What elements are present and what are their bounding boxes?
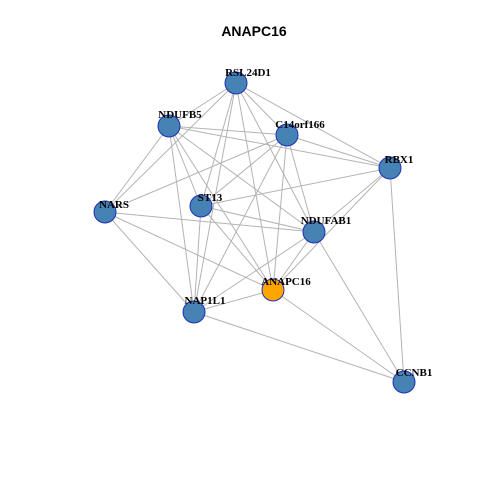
edge-rbx1-st13	[200, 167, 391, 207]
edge-ndufab1-anapc16	[272, 231, 315, 291]
edge-rbx1-ndufab1	[313, 167, 391, 233]
edge-c14orf166-ndufab1	[286, 134, 315, 233]
edge-st13-nap1l1	[193, 205, 202, 313]
focus-node-circle	[261, 278, 285, 302]
edge-rsl24d1-nap1l1	[193, 82, 237, 313]
node-circle	[157, 114, 181, 138]
edge-st13-anapc16	[200, 205, 274, 291]
node-label: RBX1	[385, 154, 414, 166]
edge-nars-ndufab1	[104, 211, 315, 233]
node-ndufb5: NDUFB5	[157, 109, 202, 138]
node-rbx1: RBX1	[378, 154, 414, 180]
edge-st13-ndufab1	[200, 205, 315, 233]
node-nap1l1: NAP1L1	[182, 295, 226, 324]
graph-title: ANAPC16	[221, 23, 287, 39]
edge-c14orf166-st13	[200, 134, 288, 207]
edge-anapc16-ccnb1	[272, 289, 405, 383]
edge-c14orf166-rbx1	[286, 134, 391, 169]
node-label: C14orf166	[275, 119, 325, 131]
edge-rbx1-anapc16	[272, 167, 391, 291]
edge-layer	[104, 82, 405, 383]
node-label: NARS	[99, 199, 129, 211]
node-circle	[392, 370, 416, 394]
edge-rsl24d1-nars	[104, 82, 237, 213]
node-nars: NARS	[93, 199, 129, 224]
edge-rsl24d1-st13	[200, 82, 237, 207]
edge-nars-nap1l1	[104, 211, 195, 313]
node-label: NAP1L1	[185, 295, 226, 307]
node-label: ANAPC16	[261, 276, 311, 288]
edge-rsl24d1-c14orf166	[235, 82, 288, 136]
node-label: NDUFB5	[158, 109, 202, 121]
edge-rbx1-ccnb1	[389, 167, 405, 383]
edge-nap1l1-ccnb1	[193, 311, 405, 383]
edge-ndufab1-ccnb1	[313, 231, 405, 383]
edge-ndufb5-anapc16	[168, 125, 274, 291]
node-label: NDUFAB1	[301, 215, 352, 227]
node-rsl24d1: RSL24D1	[224, 67, 271, 95]
edge-rsl24d1-anapc16	[235, 82, 274, 291]
node-label: RSL24D1	[225, 67, 271, 79]
node-anapc16: ANAPC16	[261, 276, 311, 302]
edge-ndufb5-c14orf166	[168, 125, 288, 136]
node-circle	[302, 220, 326, 244]
node-circle	[275, 123, 299, 147]
node-st13: ST13	[189, 192, 223, 218]
edge-c14orf166-nars	[104, 134, 288, 213]
edge-ndufb5-nars	[104, 125, 170, 213]
edge-ndufb5-rbx1	[168, 125, 391, 169]
node-circle	[224, 71, 248, 95]
edge-nars-anapc16	[104, 211, 274, 291]
edge-c14orf166-anapc16	[272, 134, 288, 291]
node-ndufab1: NDUFAB1	[301, 215, 352, 244]
edge-ndufb5-st13	[168, 125, 202, 207]
node-circle	[378, 156, 402, 180]
node-circle	[182, 300, 206, 324]
edge-rsl24d1-rbx1	[235, 82, 391, 169]
node-circle	[189, 194, 213, 218]
edge-c14orf166-nap1l1	[193, 134, 288, 313]
node-label: ST13	[198, 192, 223, 204]
node-circle	[93, 200, 117, 224]
edge-ndufab1-nap1l1	[193, 231, 315, 313]
node-c14orf166: C14orf166	[275, 119, 325, 147]
edge-rsl24d1-ndufb5	[168, 82, 237, 127]
edge-anapc16-nap1l1	[193, 289, 274, 313]
node-ccnb1: CCNB1	[392, 367, 433, 394]
node-label: CCNB1	[396, 367, 433, 379]
edge-ndufb5-ndufab1	[168, 125, 315, 233]
